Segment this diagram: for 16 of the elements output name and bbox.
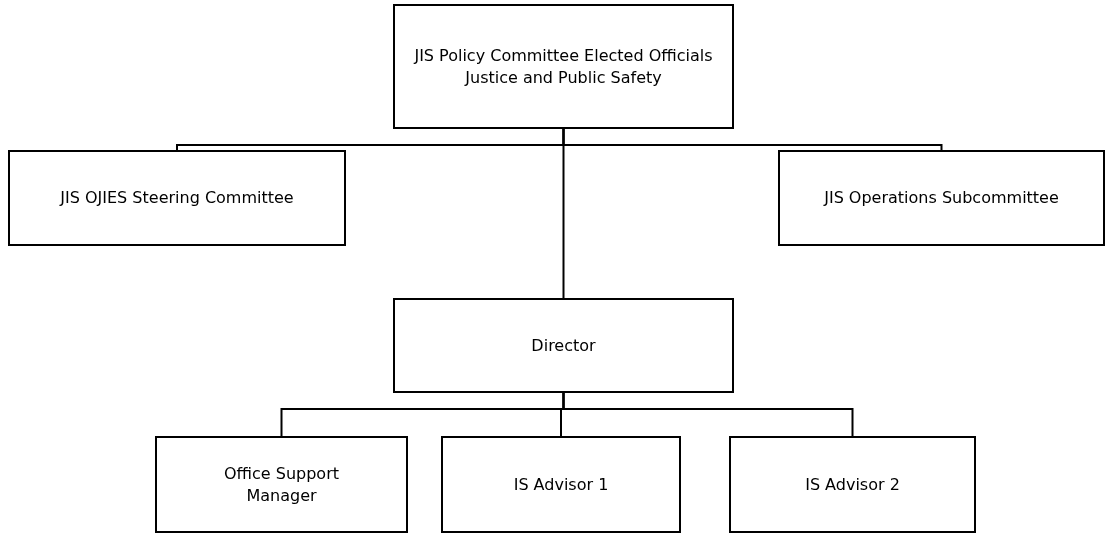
org-box bbox=[8, 150, 346, 246]
box-label: JIS OJIES Steering Committee bbox=[60, 187, 294, 209]
connector-line bbox=[562, 392, 854, 437]
box-label: IS Advisor 2 bbox=[805, 473, 900, 496]
connector-line bbox=[562, 128, 565, 299]
box-label: Director bbox=[531, 334, 596, 357]
box-label: IS Advisor 1 bbox=[513, 473, 609, 496]
box-label: Office Support Manager bbox=[222, 462, 340, 507]
org-box bbox=[393, 298, 734, 393]
org-box bbox=[729, 436, 976, 533]
org-box bbox=[778, 150, 1105, 246]
box-label: JIS Policy Committee Elected Officials Justice and Public Safety bbox=[413, 44, 714, 89]
org-box bbox=[441, 436, 681, 533]
box-label: JIS Operations Subcommittee bbox=[824, 187, 1059, 209]
org-box bbox=[155, 436, 408, 533]
org-box bbox=[393, 4, 734, 129]
